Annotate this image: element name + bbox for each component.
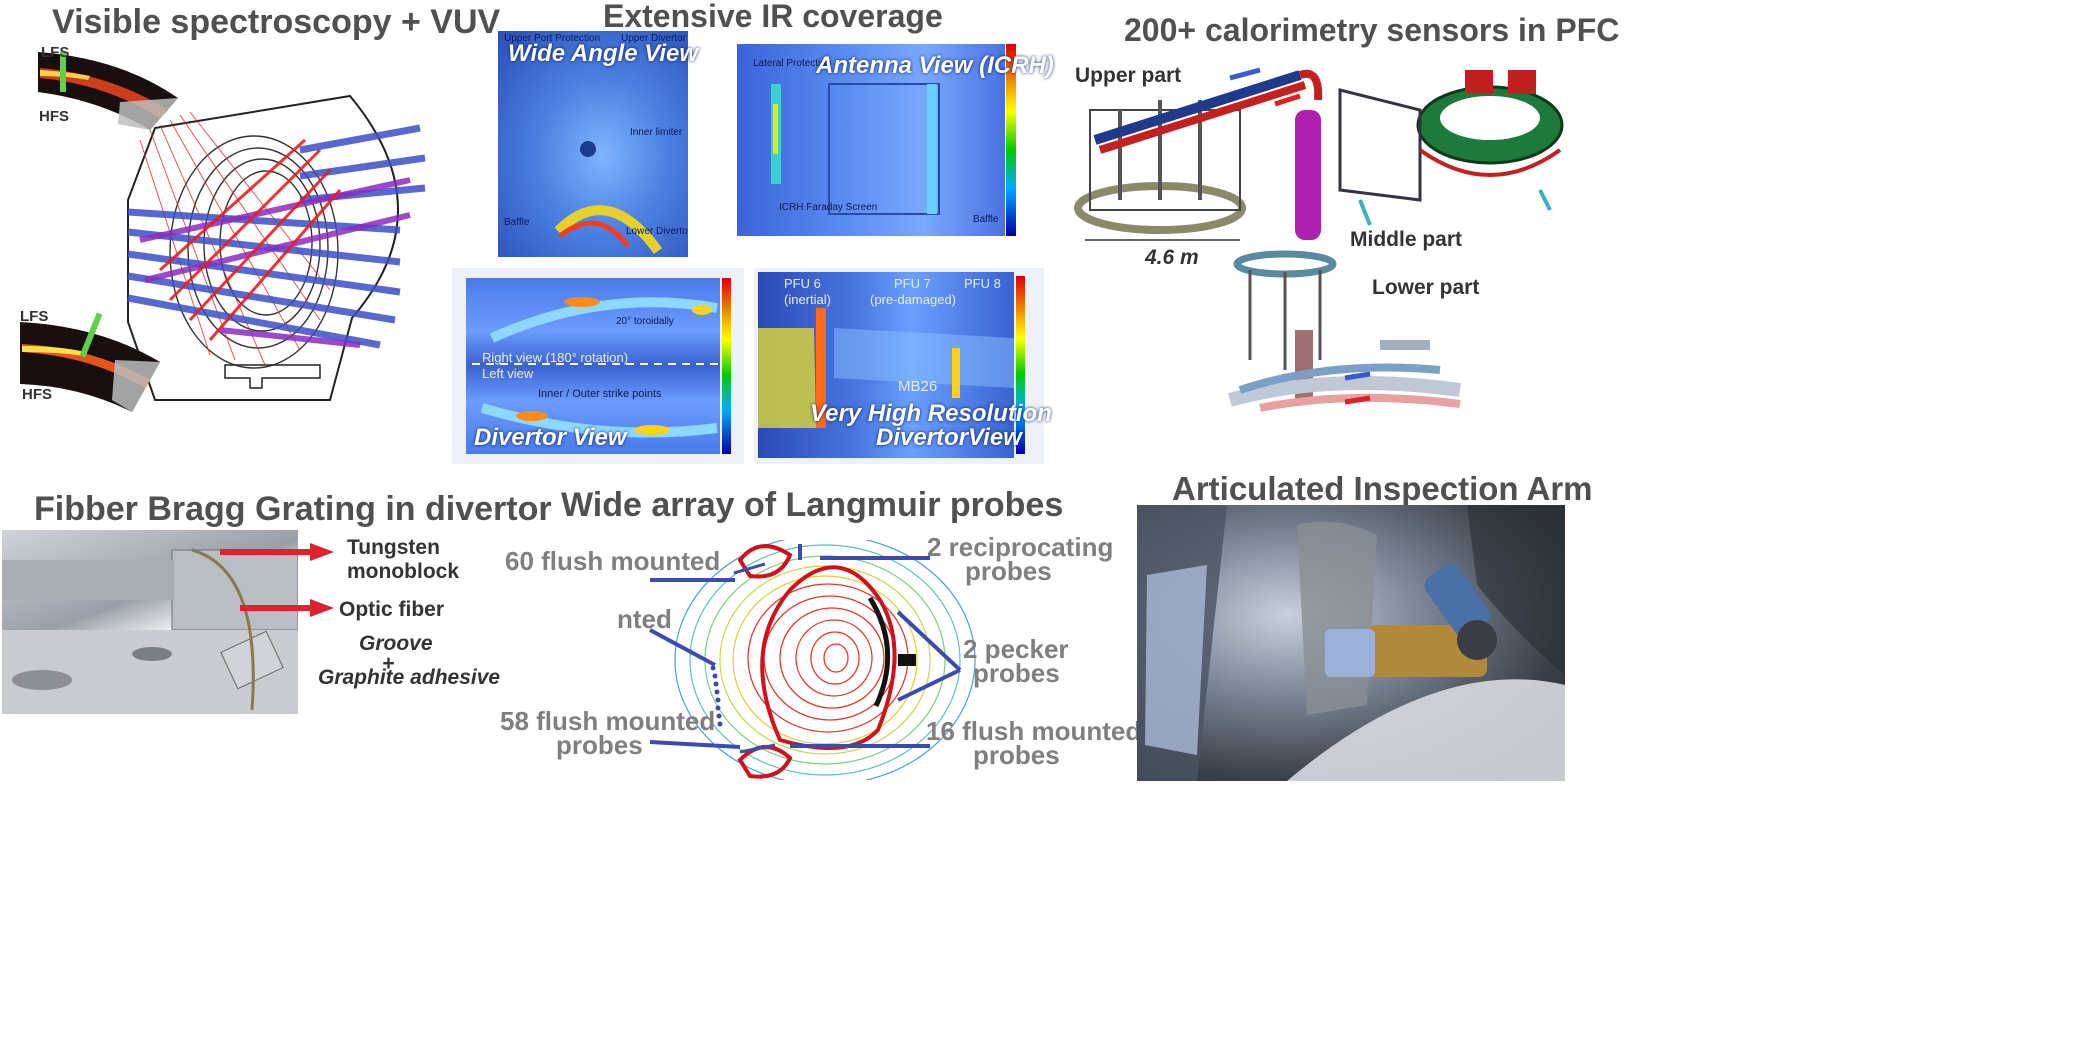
label-hfs-bottom: HFS [22,386,52,403]
label-upper-part: Upper part [1075,64,1182,87]
ir-label-antenna: Antenna View (ICRH) [816,52,1054,79]
ir-note-strike-points: Inner / Outer strike points [538,388,662,400]
ir-note-upper-divertor: Upper Divertor [621,33,687,44]
ir-divertor-colorbar [722,278,731,454]
ir-antenna-view: Lateral Protection ICRH Faraday Screen B… [737,44,1005,236]
label-lfs-top: LFS [41,44,70,61]
ir-vhr-colorbar [1016,276,1025,454]
fbg-arrows [220,543,334,617]
label-groove-plus: + [382,652,395,675]
title-arm: Articulated Inspection Arm [1172,470,1593,507]
ir-very-high-res-view: PFU 6 (inertial) PFU 7 (pre-damaged) PFU… [754,268,1044,464]
ir-note-upper-port: Upper Port Protection [504,33,601,44]
label-reciprocating-1: 2 reciprocating [927,532,1114,562]
label-dimension: 4.6 m [1145,246,1199,269]
label-reciprocating-2: probes [965,556,1052,586]
ir-note-left-view: Left view [482,366,534,381]
label-graphite-adhesive: Graphite adhesive [318,666,501,689]
ir-note-pfu7: PFU 7 [894,276,931,291]
ir-note-lateral-protection: Lateral Protection [753,58,832,69]
langmuir-equilibrium-plot [674,540,976,780]
ir-wide-angle-view: Upper Port Protection Upper Divertor Inn… [498,31,688,257]
label-hfs-top: HFS [39,108,69,125]
label-partial-mounted: nted [617,604,672,634]
title-fbg: Fibber Bragg Grating in divertor [34,490,552,528]
label-58-flush-1: 58 flush mounted [500,706,716,736]
ir-label-vhr-1: Very High Resolution [810,400,1052,427]
ir-note-20-toroidally: 20° toroidally [616,316,674,327]
label-groove: Groove [359,632,433,655]
ir-note-pfu8: PFU 8 [964,276,1001,291]
label-pecker-2: probes [973,658,1060,688]
label-tungsten-1: Tungsten [347,536,440,559]
calorimetry-middle-part [1338,70,1564,226]
label-lfs-bottom: LFS [20,308,49,325]
ir-note-baffle: Baffle [504,217,530,228]
label-pecker-1: 2 pecker [963,634,1069,664]
ir-antenna-colorbar [1006,44,1016,236]
title-ir: Extensive IR coverage [603,0,943,34]
spectrum-strip-top [38,52,178,130]
label-58-flush-2: probes [556,730,643,760]
label-optic-fiber: Optic fiber [339,598,445,621]
ir-note-inertial: (inertial) [784,292,831,307]
title-langmuir: Wide array of Langmuir probes [561,486,1064,524]
title-spectroscopy: Visible spectroscopy + VUV [52,3,501,41]
label-lower-part: Lower part [1372,276,1480,299]
label-16-flush-2: probes [973,740,1060,770]
calorimetry-diagram [1074,67,1564,412]
ir-note-icrh-faraday: ICRH Faraday Screen [779,202,878,213]
ir-note-pre-damaged: (pre-damaged) [870,292,956,307]
calorimetry-upper-part [1074,67,1323,241]
label-16-flush-1: 16 flush mounted [926,716,1142,746]
ir-note-lower-divertor: Lower Divertor [626,226,688,237]
langmuir-arrows [649,556,962,749]
fbg-photo [2,530,298,714]
label-60-flush: 60 flush mounted [505,546,721,576]
ir-label-divertor: Divertor View [474,424,627,451]
label-middle-part: Middle part [1350,228,1463,251]
ir-note-mb26: MB26 [898,378,938,395]
title-calorimetry: 200+ calorimetry sensors in PFC [1124,12,1620,48]
calorimetry-lower-part [1228,250,1461,412]
ir-label-wide-angle: Wide Angle View [508,40,699,67]
ir-note-pfu6: PFU 6 [784,276,821,291]
ir-label-vhr-2: DivertorView [876,424,1022,451]
ir-note-baffle-antenna: Baffle [973,214,999,225]
ir-note-inner-limiter: Inner limiter [630,127,683,138]
spectrum-strip-bottom [20,312,160,412]
ir-divertor-view: 20° toroidally Right view (180° rotation… [452,268,744,464]
spectroscopy-diagram [20,52,426,412]
label-tungsten-2: monoblock [347,560,460,583]
ir-note-right-view: Right view (180° rotation) [482,350,629,365]
inspection-arm-photo [1137,505,1565,781]
